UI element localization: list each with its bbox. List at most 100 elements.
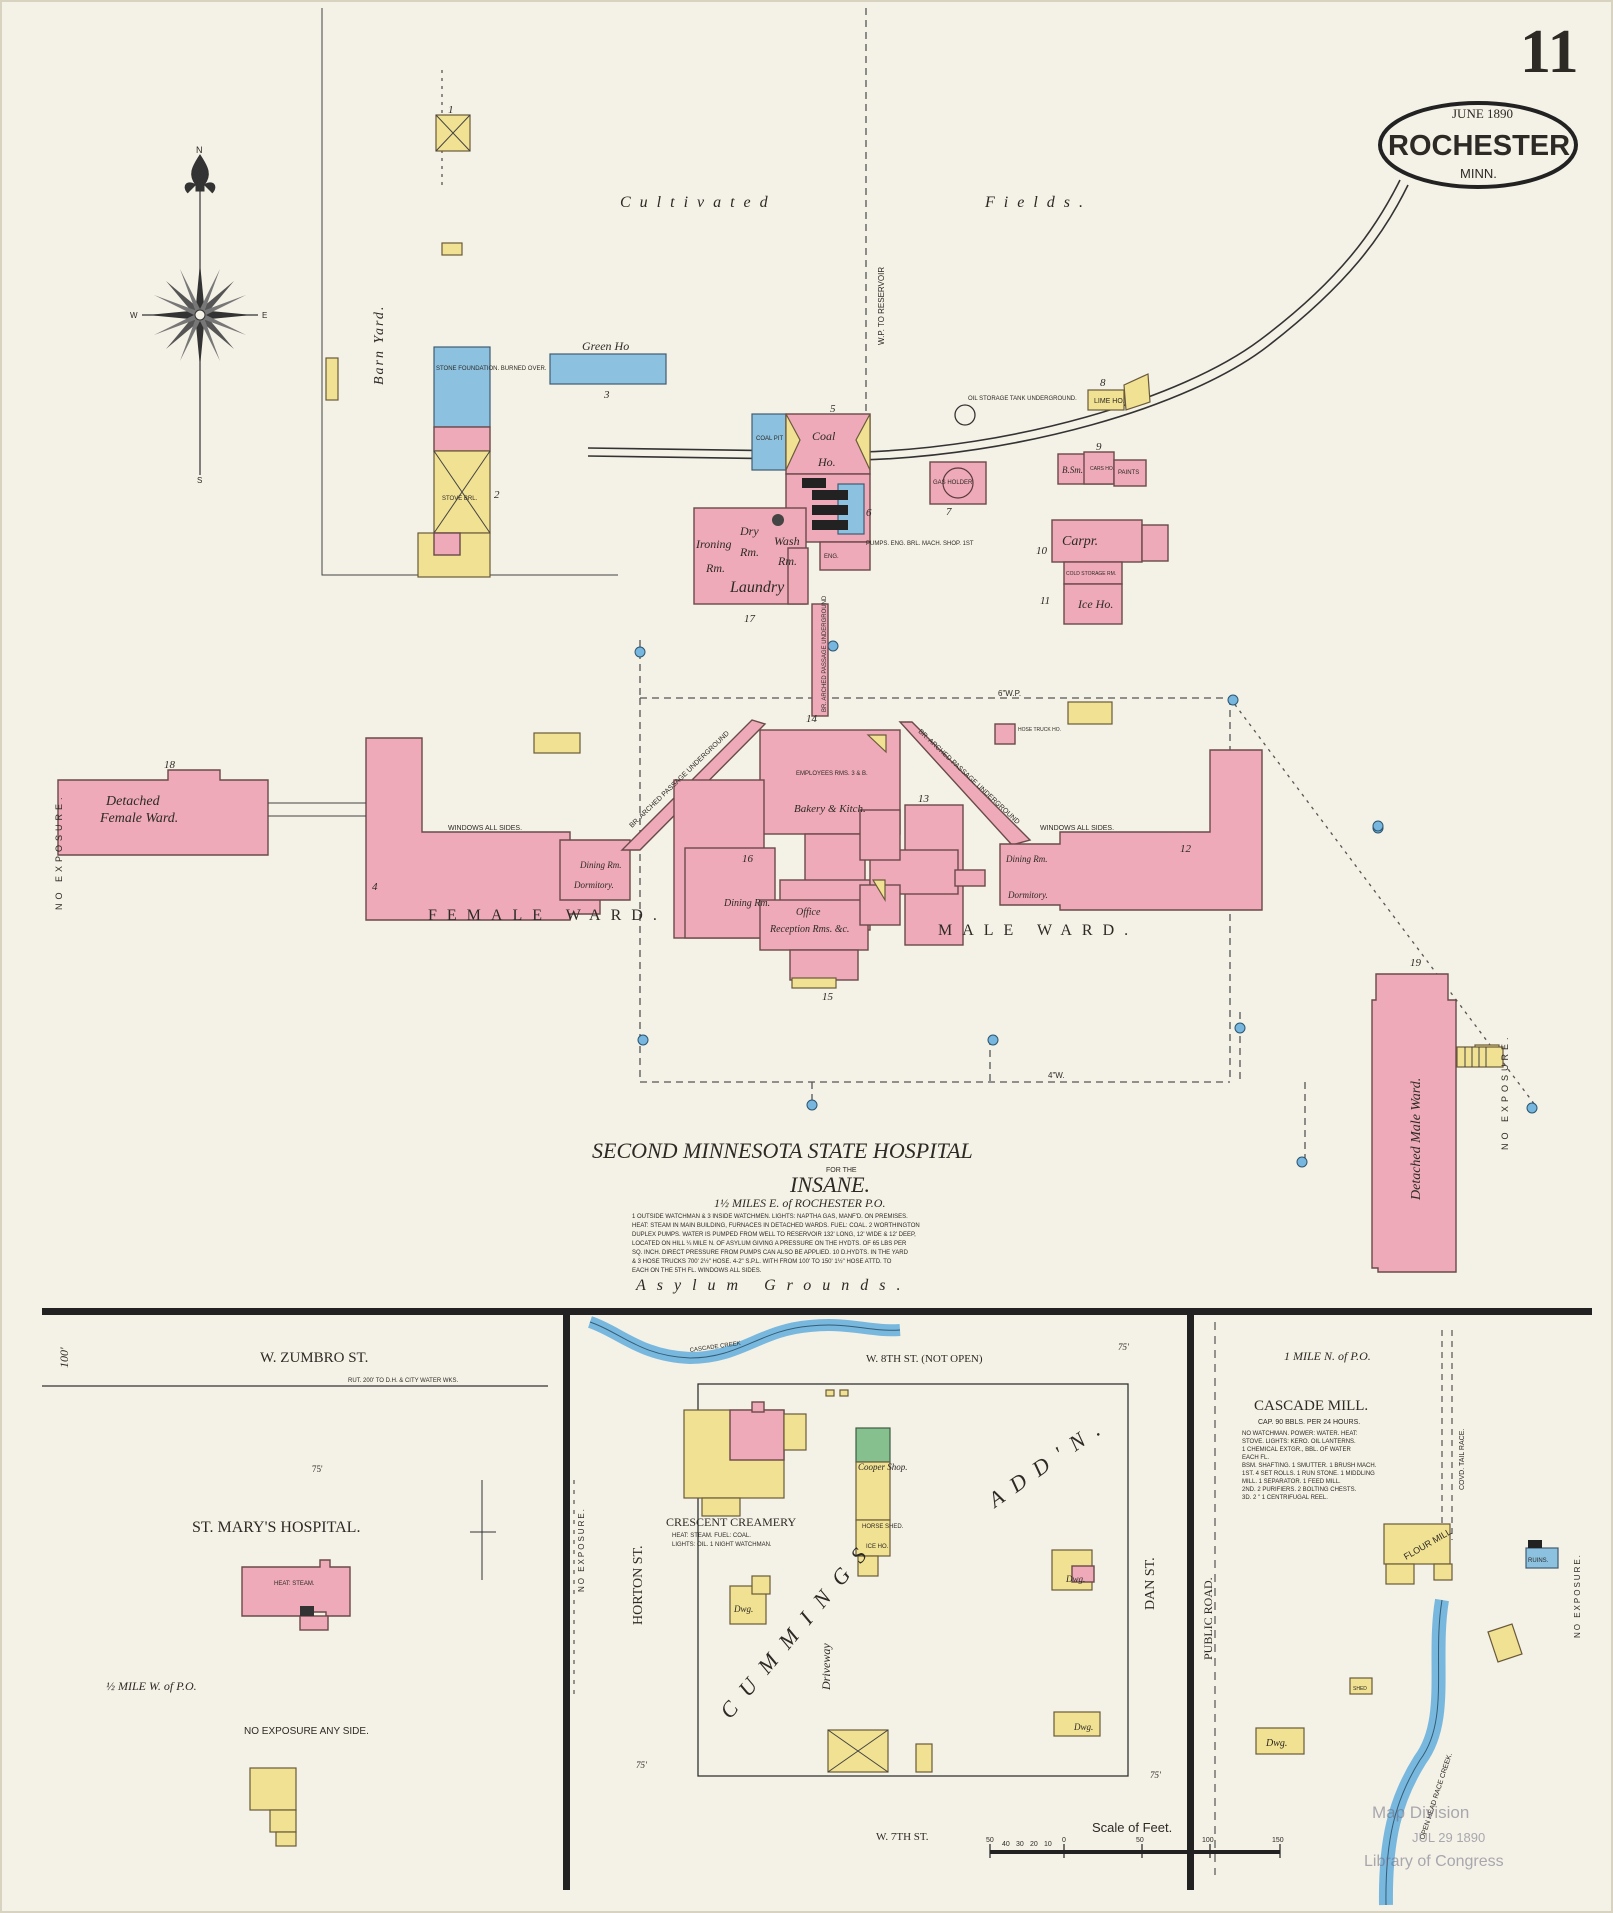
label-fields: Fields. (984, 194, 1092, 211)
stamp-line: JUL 29 1890 (1412, 1830, 1485, 1845)
mill-detail-line: 1 CHEMICAL EXTGR., BBL. OF WATER (1242, 1447, 1351, 1453)
library-stamp: Map Division JUL 29 1890 Library of Cong… (1364, 1803, 1504, 1870)
st-marys-name: ST. MARY'S HOSPITAL. (192, 1519, 360, 1536)
state-name: MINN. (1460, 166, 1497, 181)
label-dim-100: 100' (57, 1347, 71, 1368)
main-hospital-complex (57, 413, 1504, 1273)
bldg-number: 8 (1100, 377, 1106, 389)
cascade-creek (587, 1316, 901, 1365)
bldg-number: 18 (164, 759, 176, 771)
compass-s: S (197, 476, 202, 485)
label-cold-storage: COLD STORAGE RM. (1066, 571, 1116, 577)
label-pumps: PUMPS. ENG. BRL. MACH. SHOP. 1ST (866, 541, 974, 547)
label-carpr: Carpr. (1062, 534, 1098, 549)
label-dining-l: Dining Rm. (579, 860, 622, 870)
label-b-sm: B.Sm. (1062, 465, 1083, 475)
label-wash: Wash (774, 534, 800, 548)
mill-details: NO WATCHMAN. POWER: WATER. HEAT: STOVE. … (1242, 1431, 1377, 1501)
label-wash-rm: Rm. (777, 554, 797, 568)
label-horse-shed: HORSE SHED. (862, 1524, 904, 1530)
label-bakery: Bakery & Kitch. (794, 803, 866, 815)
scale-title: Scale of Feet. (1092, 1820, 1172, 1835)
hospital-notes: 1 OUTSIDE WATCHMAN & 3 INSIDE WATCHMEN. … (632, 1214, 920, 1274)
label-dining-r: Dining Rm. (1005, 854, 1048, 864)
label-st-marys-distance: ½ MILE W. of P.O. (106, 1679, 197, 1693)
label-reception: Reception Rms. &c. (769, 924, 849, 935)
label-mill-location: 1 MILE N. of P.O. (1284, 1349, 1371, 1363)
label-mill-name: CASCADE MILL. (1254, 1398, 1368, 1414)
main-area-labels: Cultivated Fields. Barn Yard. W.P. TO RE… (54, 104, 1510, 1294)
sheet-number: 11 (1520, 18, 1579, 86)
scale-tick: 30 (1016, 1841, 1024, 1848)
mill-detail-line: 2ND. 2 PURIFIERS. 2 BOLTING CHESTS. (1242, 1487, 1357, 1493)
label-dormitory-l: Dormitory. (573, 880, 614, 890)
hydrant-icon (987, 1034, 999, 1046)
label-ruins: RUINS. (1528, 1558, 1549, 1564)
hospital-title-for: FOR THE (826, 1167, 857, 1174)
scale-tick: 50 (986, 1837, 994, 1844)
label-public-road: PUBLIC ROAD. (1201, 1577, 1215, 1660)
label-coal-pit: COAL PIT (756, 436, 783, 442)
label-office: Office (796, 907, 821, 918)
label-zumbro-st: W. ZUMBRO ST. (260, 1350, 368, 1366)
scale-tick: 20 (1030, 1841, 1038, 1848)
note-line: & 3 HOSE TRUCKS 700' 2½" HOSE. 4-2" S.P.… (632, 1258, 892, 1265)
main-area-lines (321, 8, 1536, 1160)
label-main-to-reservoir: W.P. TO RESERVOIR (877, 267, 886, 345)
hydrant-icon (1526, 1102, 1538, 1114)
scale-tick: 100 (1202, 1837, 1214, 1844)
bldg-number: 3 (603, 389, 610, 401)
label-dry-rm: Rm. (739, 545, 759, 559)
mill-detail-line: NO WATCHMAN. POWER: WATER. HEAT: (1242, 1431, 1358, 1437)
label-creamery-ice: ICE HO. (866, 1544, 889, 1550)
label-no-exposure-any: NO EXPOSURE ANY SIDE. (244, 1726, 369, 1737)
label-female-ward: FEMALE WARD. (428, 907, 667, 924)
bldg-number: 7 (946, 506, 952, 518)
label-shed: SHED (1353, 1686, 1367, 1692)
label-cultivated: Cultivated (620, 194, 777, 211)
label-ironing-rm: Rm. (705, 561, 725, 575)
label-horton-st: HORTON ST. (631, 1545, 646, 1625)
railway-line (587, 179, 1401, 453)
compass-rose: N S E W (130, 145, 267, 485)
label-coal-ho: Ho. (817, 455, 836, 469)
label-w7th-st: W. 7TH ST. (876, 1831, 929, 1843)
label-mill-dwg: Dwg. (1265, 1738, 1287, 1749)
label-ironing: Ironing (695, 537, 732, 551)
mill-detail-line: BSM. SHAFTING. 1 SMUTTER. 1 BRUSH MACH. (1242, 1463, 1377, 1469)
label-dwg: Dwg. (1073, 1722, 1093, 1732)
bldg-number: 17 (744, 613, 756, 625)
label-w4: 4"W. (1048, 1071, 1065, 1080)
creamery-panel: CASCADE CREEK W. 8TH ST. (NOT OPEN) HORT… (573, 1316, 1162, 1843)
label-driveway: Driveway (819, 1643, 833, 1691)
sheet-date: JUNE 1890 (1452, 106, 1513, 121)
fleur-de-lis-icon (184, 154, 216, 194)
label-creamery-lights: LIGHTS: OIL. 1 NIGHT WATCHMAN. (672, 1542, 772, 1548)
stamp-line: Library of Congress (1364, 1853, 1504, 1870)
label-dan-st: DAN ST. (1143, 1557, 1158, 1610)
hydrants (634, 640, 1538, 1168)
label-passage-top: BR. ARCHED PASSAGE UNDERGROUND (822, 595, 828, 712)
label-w8th-st: W. 8TH ST. (NOT OPEN) (866, 1353, 983, 1365)
label-dim-75: 75' (312, 1464, 323, 1474)
label-creamery-name: CRESCENT CREAMERY (666, 1515, 796, 1529)
hydrant-icon (634, 646, 646, 658)
note-line: HEAT: STEAM IN MAIN BUILDING, FURNACES I… (632, 1223, 920, 1229)
bldg-number: 6 (866, 507, 872, 519)
label-detached-female: Detached (105, 794, 161, 809)
label-cars: CARS HO. (1090, 466, 1114, 472)
label-coal: Coal (812, 429, 836, 443)
note-line: 1 OUTSIDE WATCHMAN & 3 INSIDE WATCHMEN. … (632, 1214, 908, 1220)
bldg-number: 15 (822, 991, 834, 1003)
bldg-number: 19 (1410, 957, 1422, 969)
label-laundry: Laundry (729, 579, 785, 596)
label-cummings: CUMMINGS (715, 1532, 881, 1723)
label-cooper: Cooper Shop. (858, 1462, 908, 1472)
label-employees: EMPLOYEES RMS. 3 & B. (796, 771, 868, 777)
mill-detail-line: 3D. 2 " 1 CENTRIFUGAL REEL. (1242, 1495, 1328, 1501)
compass-n: N (196, 145, 203, 155)
st-marys-panel: W. ZUMBRO ST. RUT. 200' TO D.H. & CITY W… (42, 1347, 548, 1847)
bldg-number: 16 (742, 853, 754, 865)
scale-bar: Scale of Feet. 50 40 30 20 10 0 50 100 1… (986, 1820, 1284, 1858)
label-creamery-dim: 75' (1118, 1342, 1130, 1352)
